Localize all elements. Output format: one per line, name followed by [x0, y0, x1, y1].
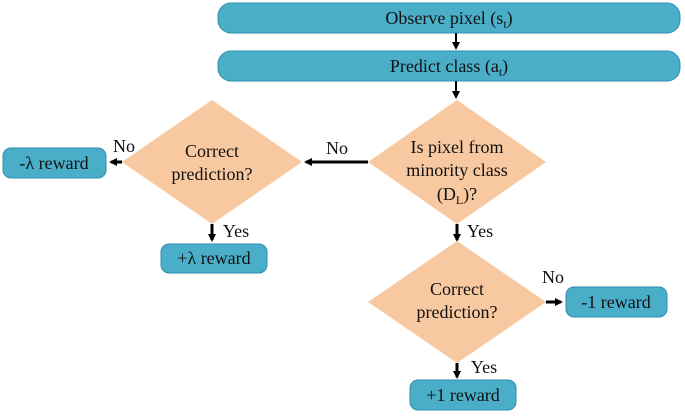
minority-line3-main: (D	[437, 184, 456, 205]
correct-prediction-left-decision: Correct prediction?	[122, 100, 302, 224]
minority-line2: minority class	[406, 160, 508, 180]
minority-line3-end: )?	[463, 184, 477, 205]
pos-lambda-reward-node: +λ reward	[160, 243, 268, 274]
minority-no-label: No	[326, 138, 348, 158]
minority-line3-sub: L	[456, 193, 463, 207]
correct-left-line2: prediction?	[172, 164, 253, 184]
observe-pixel-end: )	[507, 8, 513, 29]
pos-one-reward-label: +1 reward	[426, 385, 500, 405]
predict-class-label: Predict class (a	[390, 56, 499, 77]
correct-left-yes-label: Yes	[223, 221, 249, 241]
svg-text:(DL)?: (DL)?	[437, 184, 477, 207]
svg-text:Predict class (at): Predict class (at)	[390, 56, 508, 79]
correct-right-no-label: No	[542, 267, 564, 287]
correct-right-yes-label: Yes	[471, 357, 497, 377]
pos-lambda-reward-label: +λ reward	[177, 248, 250, 268]
correct-left-line1: Correct	[185, 141, 239, 161]
neg-one-reward-node: -1 reward	[565, 286, 668, 318]
correct-prediction-right-decision: Correct prediction?	[368, 241, 546, 363]
observe-pixel-label: Observe pixel (s	[385, 8, 503, 29]
neg-lambda-reward-node: -λ reward	[2, 147, 107, 179]
predict-class-node: Predict class (at)	[217, 50, 681, 82]
neg-lambda-reward-label: -λ reward	[19, 153, 88, 173]
observe-pixel-sub: t	[503, 17, 507, 31]
correct-right-line2: prediction?	[417, 302, 498, 322]
predict-class-sub: t	[499, 65, 503, 79]
svg-text:Observe pixel (st): Observe pixel (st)	[385, 8, 512, 31]
minority-yes-label: Yes	[467, 221, 493, 241]
correct-right-line1: Correct	[430, 279, 484, 299]
predict-class-end: )	[502, 56, 508, 77]
neg-one-reward-label: -1 reward	[581, 292, 650, 312]
minority-line1: Is pixel from	[411, 137, 504, 157]
correct-left-no-label: No	[113, 136, 135, 156]
pos-one-reward-node: +1 reward	[409, 379, 517, 411]
observe-pixel-node: Observe pixel (st)	[217, 2, 681, 34]
minority-class-decision: Is pixel from minority class (DL)?	[368, 100, 546, 224]
